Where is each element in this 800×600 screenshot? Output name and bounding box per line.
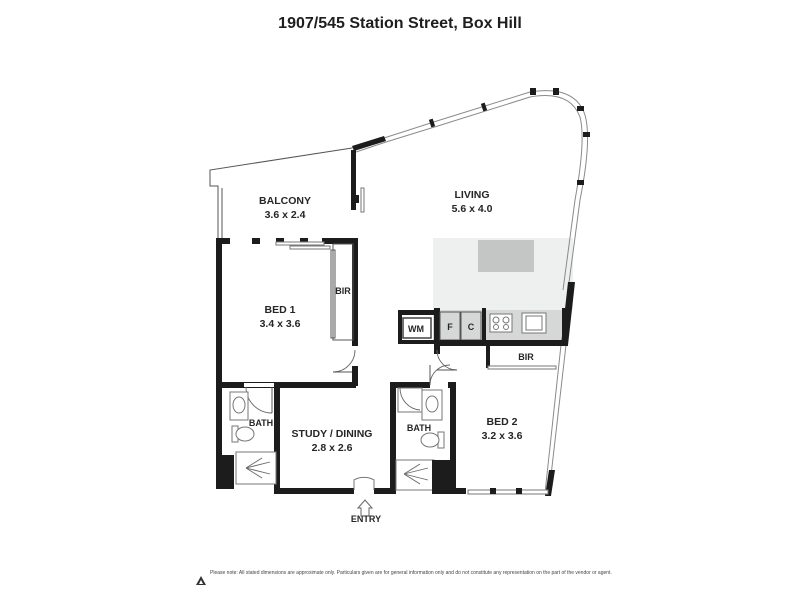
bed1-west-wall	[216, 238, 222, 488]
plan-title: 1907/545 Station Street, Box Hill	[278, 15, 522, 32]
living-dims: 5.6 x 4.0	[452, 203, 493, 215]
curtain-wall-inner	[355, 95, 583, 291]
balcony-balustrade	[209, 147, 353, 240]
shower-1	[235, 451, 277, 485]
balcony-dims: 3.6 x 2.4	[265, 209, 306, 221]
disclaimer-text: Please note: All stated dimensions are a…	[210, 570, 612, 576]
sliding-door-bed1	[275, 241, 325, 246]
entry-arrow-icon	[356, 499, 374, 517]
living-label: LIVING	[454, 189, 489, 201]
bed1-east-wall	[352, 238, 358, 346]
brand-logo-icon	[196, 576, 206, 585]
bed2-label: BED 2	[487, 416, 518, 428]
bath1-label: BATH	[249, 418, 273, 428]
bed2-bir-label: BIR	[518, 352, 534, 362]
bed1-bir-label: BIR	[335, 286, 351, 296]
kitchen-sink	[521, 312, 547, 334]
cooktop	[489, 313, 513, 333]
balcony-label: BALCONY	[259, 195, 311, 207]
study-label: STUDY / DINING	[292, 428, 373, 440]
study-dims: 2.8 x 2.6	[312, 442, 353, 454]
bath2-label: BATH	[407, 423, 431, 433]
wall-seg	[352, 136, 386, 151]
entry-label: ENTRY	[351, 514, 381, 524]
washing-machine	[402, 317, 432, 339]
shower-2	[395, 459, 435, 491]
bed1-label: BED 1	[265, 304, 296, 316]
fridge-label: F	[447, 322, 453, 332]
kitchen-island	[478, 240, 534, 272]
wm-label: WM	[408, 324, 424, 334]
bed2-dims: 3.2 x 3.6	[482, 430, 523, 442]
bed1-dims: 3.4 x 3.6	[260, 318, 301, 330]
cupboard-label: C	[468, 322, 475, 332]
